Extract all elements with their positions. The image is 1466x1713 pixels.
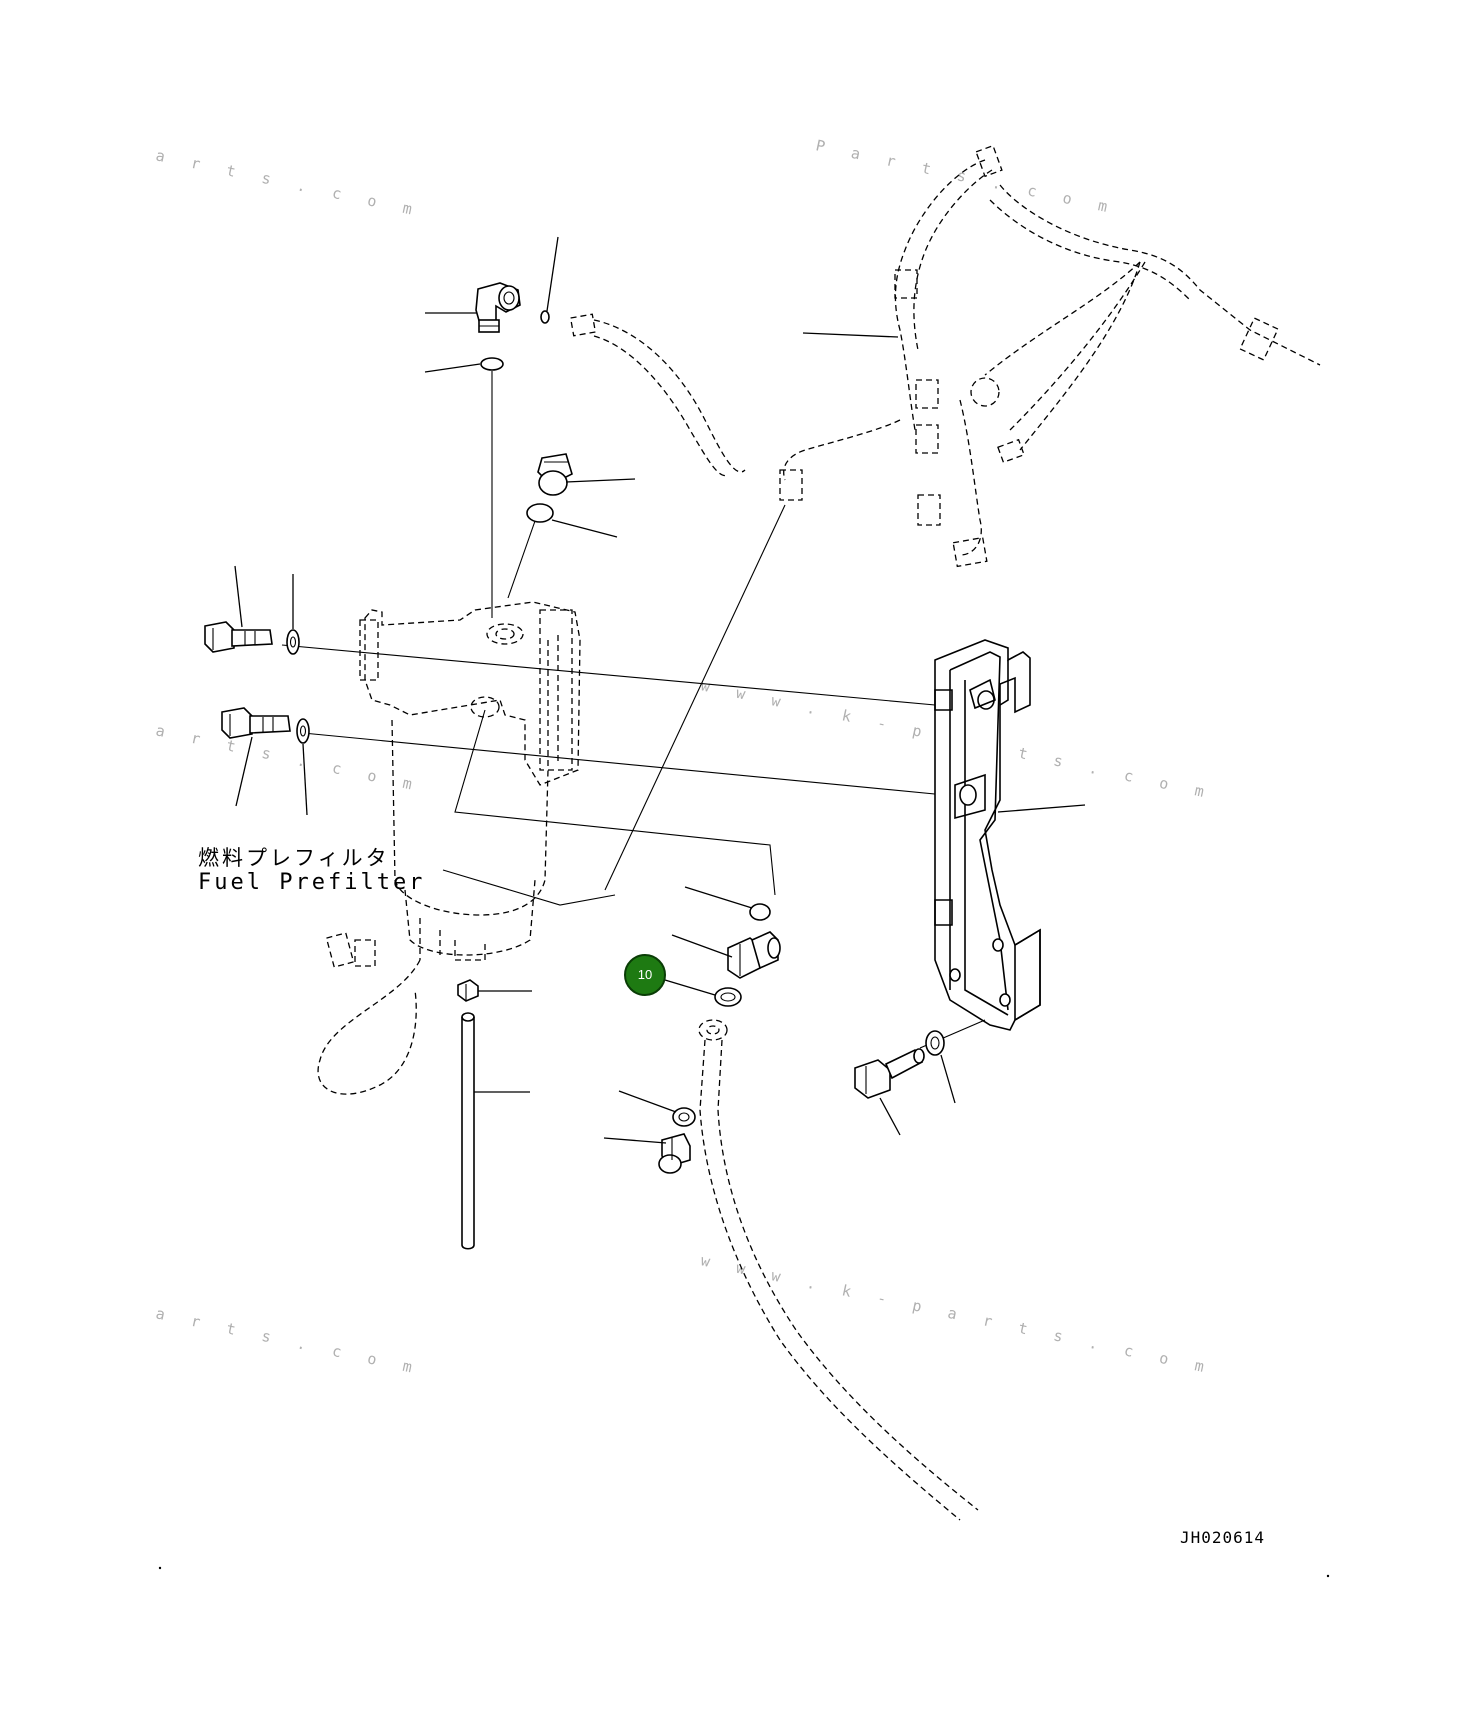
leader-plug <box>565 478 636 483</box>
fuel-hose-upper <box>569 313 746 477</box>
connector-fitting <box>727 931 781 979</box>
harness-link-line <box>604 504 786 891</box>
small-o-ring <box>540 310 550 324</box>
fuel-prefilter-body <box>317 601 581 1095</box>
bracket-washer <box>925 1030 945 1056</box>
watermark-2: P a r t s . c o m <box>814 136 1118 217</box>
sealing-washer-lower <box>672 1107 696 1127</box>
leader-sealing-washer-lower <box>618 1090 677 1113</box>
fuel-hose-lower <box>698 1019 979 1521</box>
corner-mark-left <box>158 1566 162 1570</box>
elbow-fitting <box>475 282 521 333</box>
callout-10[interactable]: 10 <box>624 954 666 996</box>
prefilter-label-english: Fuel Prefilter <box>198 870 426 895</box>
bolt-lower <box>221 707 291 739</box>
axis-line-2 <box>507 520 536 599</box>
watermark-3: a r t s . c o m <box>154 721 422 795</box>
wire-harness <box>779 144 1321 568</box>
plug <box>537 453 573 496</box>
watermark-6: w w w . k - p a r t s . c o m <box>699 1251 1214 1377</box>
watermarks: a r t s . c o m P a r t s . c o m a r t … <box>154 136 1214 1378</box>
bolt-axis-lower <box>302 732 946 796</box>
leader-o-ring-elbow <box>424 363 481 373</box>
leader-banjo-bolt <box>603 1137 667 1144</box>
banjo-bolt <box>658 1133 691 1174</box>
prefilter-connector-line <box>454 709 776 896</box>
leader-washer-lower <box>302 743 308 816</box>
leader-bolt-upper <box>234 565 243 628</box>
bolt-axis-upper <box>281 644 936 706</box>
corner-mark-right <box>1326 1574 1330 1578</box>
o-ring-plug <box>526 503 554 523</box>
leader-bolt-lower <box>235 736 253 807</box>
washer-upper <box>286 629 300 655</box>
drain-tube <box>461 1012 475 1250</box>
watermark-5: a r t s . c o m <box>154 1304 422 1378</box>
bracket-bolt <box>854 1048 925 1099</box>
leader-washer-10 <box>664 979 716 996</box>
watermark-1: a r t s . c o m <box>154 146 422 220</box>
o-ring-elbow <box>480 357 504 371</box>
drawing-number: JH020614 <box>1180 1528 1266 1547</box>
leader-bracket <box>997 804 1086 813</box>
leader-small-o-ring <box>546 236 559 312</box>
hose-clip <box>457 979 479 1002</box>
washer-lower <box>296 718 310 744</box>
bowl-link-line <box>442 869 616 906</box>
leader-o-ring-right <box>684 886 753 909</box>
leader-bracket-washer <box>940 1054 956 1104</box>
mounting-bracket <box>934 639 1041 1031</box>
prefilter-label-japanese: 燃料プレフィルタ <box>198 846 390 870</box>
leader-o-ring-plug <box>551 519 618 538</box>
leader-connector-fitting <box>671 934 733 958</box>
leader-bracket-bolt <box>879 1097 901 1136</box>
leader-wire-harness <box>802 332 899 338</box>
o-ring-right <box>749 903 771 921</box>
bolt-upper <box>204 621 273 653</box>
washer-10 <box>714 987 742 1007</box>
